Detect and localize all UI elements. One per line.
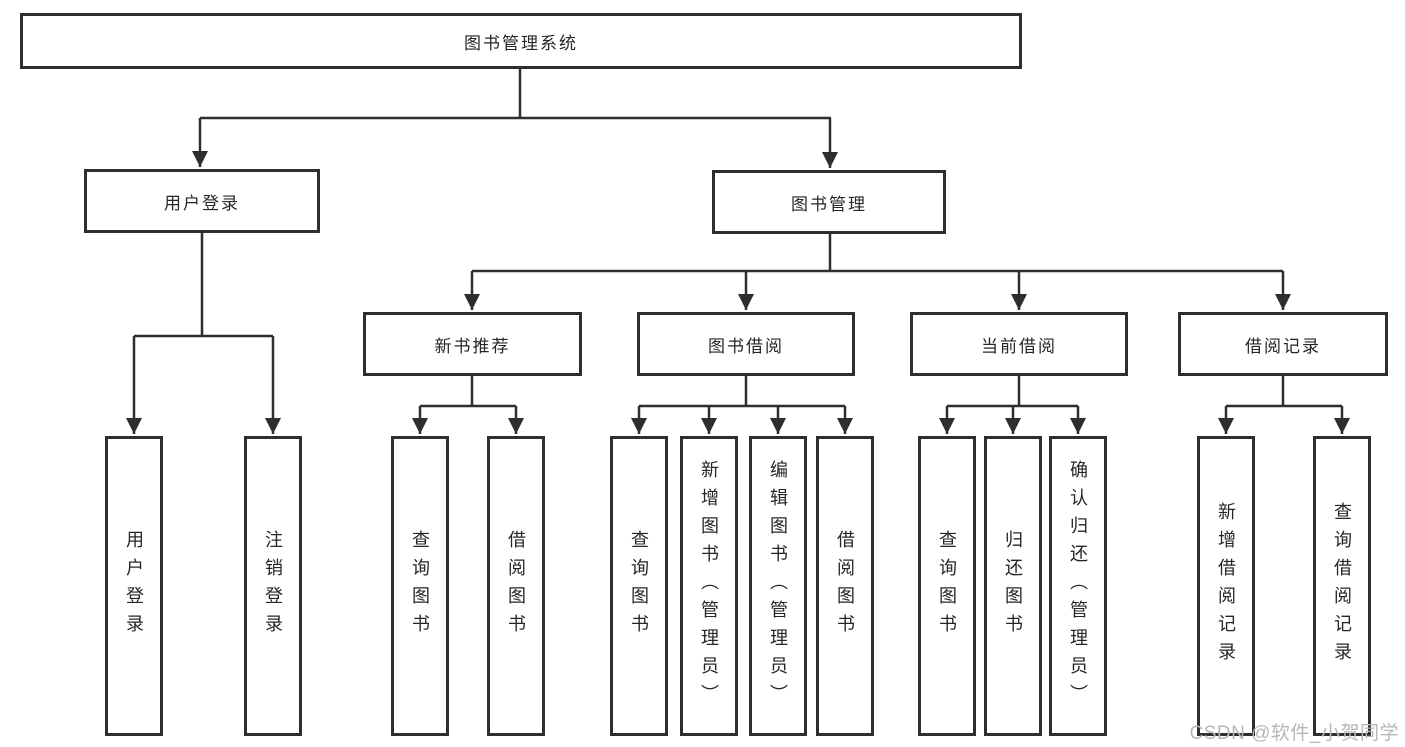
leaf-return-books: 归还图书	[984, 436, 1042, 736]
leaf-borrow-books-2: 借阅图书	[816, 436, 874, 736]
node-book-management: 图书管理	[712, 170, 946, 234]
leaf-confirm-return-admin: 确认归还（管理员）	[1049, 436, 1107, 736]
leaf-borrow-books: 借阅图书	[487, 436, 545, 736]
node-user-login: 用户登录	[84, 169, 320, 233]
node-borrow-records: 借阅记录	[1178, 312, 1388, 376]
leaf-edit-books-admin: 编辑图书（管理员）	[749, 436, 807, 736]
leaf-query-books-2: 查询图书	[610, 436, 668, 736]
leaf-user-login: 用户登录	[105, 436, 163, 736]
node-root-system: 图书管理系统	[20, 13, 1022, 69]
leaf-query-borrow-record: 查询借阅记录	[1313, 436, 1371, 736]
leaf-query-books: 查询图书	[391, 436, 449, 736]
leaf-query-books-3: 查询图书	[918, 436, 976, 736]
leaf-add-books-admin: 新增图书（管理员）	[680, 436, 738, 736]
leaf-logout: 注销登录	[244, 436, 302, 736]
leaf-add-borrow-record: 新增借阅记录	[1197, 436, 1255, 736]
csdn-watermark: CSDN @软件_小贺同学	[1189, 723, 1399, 744]
node-current-borrow: 当前借阅	[910, 312, 1128, 376]
node-new-book-recommend: 新书推荐	[363, 312, 582, 376]
node-book-borrow: 图书借阅	[637, 312, 855, 376]
